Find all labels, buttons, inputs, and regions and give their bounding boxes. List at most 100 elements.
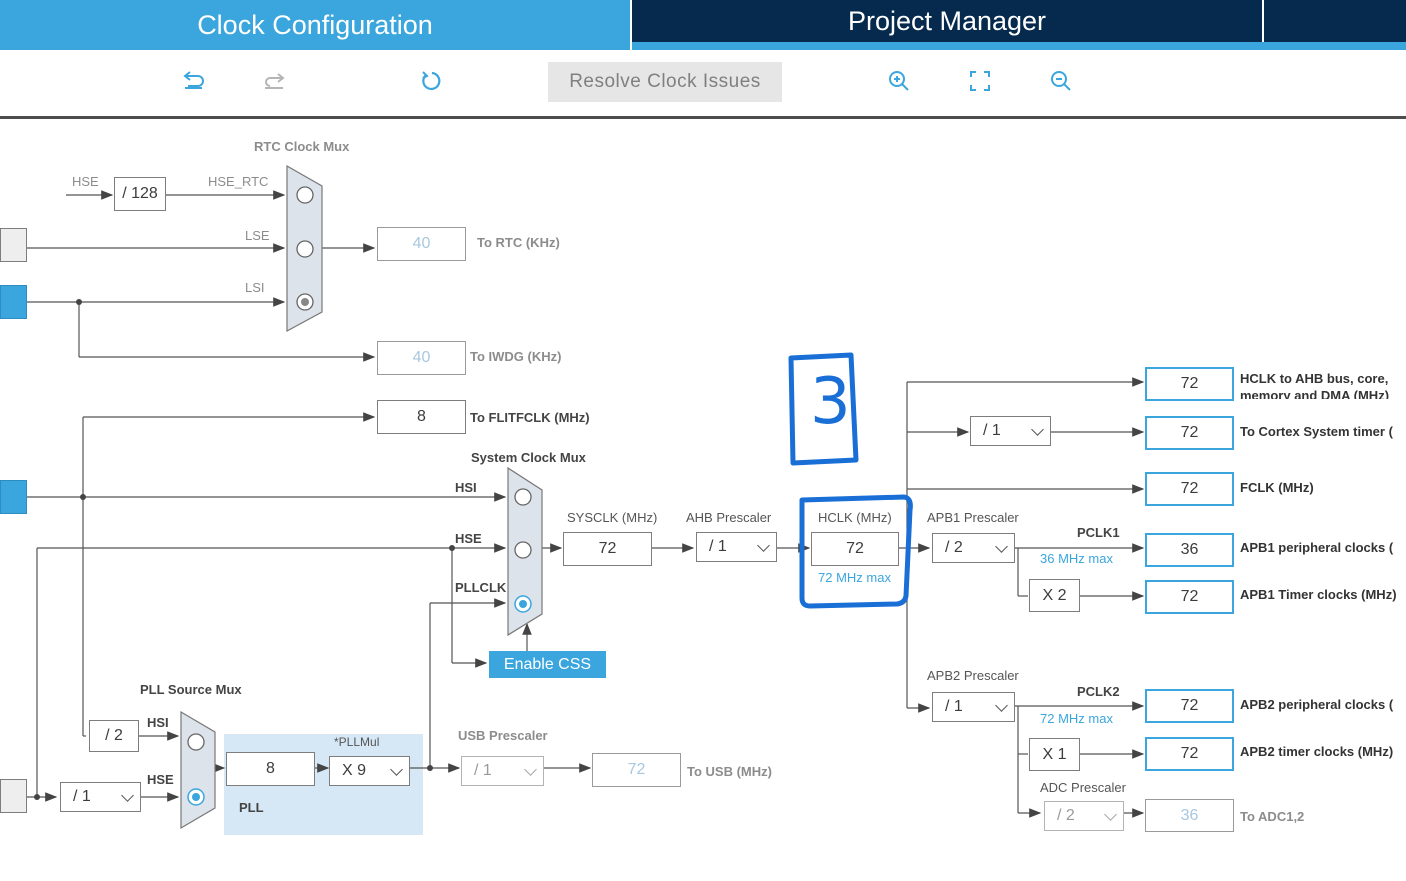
pll-hsi-label: HSI xyxy=(147,715,169,730)
annotation-number: 3 xyxy=(810,365,851,439)
to-rtc-label: To RTC (KHz) xyxy=(477,235,560,250)
apb1-timer-output-label: APB1 Timer clocks (MHz) xyxy=(1240,587,1397,602)
lse-input-box[interactable] xyxy=(0,228,27,262)
to-rtc-value: 40 xyxy=(377,227,466,261)
to-iwdg-value: 40 xyxy=(377,341,466,375)
apb1-prescaler-select[interactable]: / 2 xyxy=(932,533,1015,563)
adc-output-label: To ADC1,2 xyxy=(1240,809,1305,824)
fclk-output-label: FCLK (MHz) xyxy=(1240,480,1314,495)
pll-hsi-divider: / 2 xyxy=(89,720,139,752)
cortex-timer-divider-select[interactable]: / 1 xyxy=(970,416,1051,446)
fclk-output-value[interactable]: 72 xyxy=(1145,472,1234,506)
apb2-prescaler-value: / 1 xyxy=(945,698,963,715)
chevron-down-icon xyxy=(757,539,770,552)
cortex-timer-output-label: To Cortex System timer ( xyxy=(1240,424,1393,439)
system-clock-mux-title: System Clock Mux xyxy=(471,450,586,465)
apb1-prescaler-label: APB1 Prescaler xyxy=(927,510,1019,525)
lsi-label: LSI xyxy=(245,280,265,295)
resolve-clock-issues-button[interactable]: Resolve Clock Issues xyxy=(548,62,782,102)
usb-prescaler-value: / 1 xyxy=(474,762,492,779)
chevron-down-icon xyxy=(121,789,134,802)
apb2-peripheral-output-label: APB2 peripheral clocks ( xyxy=(1240,697,1394,712)
adc-output-value: 36 xyxy=(1145,799,1234,832)
undo-icon[interactable] xyxy=(180,66,208,96)
chevron-down-icon xyxy=(524,763,537,776)
usb-output-value: 72 xyxy=(592,753,681,787)
pclk1-label: PCLK1 xyxy=(1077,525,1120,540)
chevron-down-icon xyxy=(995,540,1008,553)
chevron-down-icon xyxy=(995,699,1008,712)
rtc-mux-title: RTC Clock Mux xyxy=(254,139,350,154)
flitfclk-value: 8 xyxy=(377,400,466,434)
refresh-icon[interactable] xyxy=(418,66,446,96)
ahb-prescaler-label: AHB Prescaler xyxy=(686,510,772,525)
tab-underline xyxy=(632,42,1406,50)
to-iwdg-label: To IWDG (KHz) xyxy=(470,349,562,364)
apb2-peripheral-output-value[interactable]: 72 xyxy=(1145,689,1234,723)
usb-output-label: To USB (MHz) xyxy=(687,764,772,779)
tab-clock-configuration[interactable]: Clock Configuration xyxy=(0,0,630,50)
pll-input-value: 8 xyxy=(226,752,315,786)
hclk-ahb-output-label-line2: memory and DMA (MHz) xyxy=(1240,388,1390,399)
apb1-timer-output-value[interactable]: 72 xyxy=(1145,580,1234,614)
pll-hse-divider-value: / 1 xyxy=(73,788,91,805)
ahb-prescaler-select[interactable]: / 1 xyxy=(696,532,777,562)
pclk2-label: PCLK2 xyxy=(1077,684,1120,699)
hclk-value[interactable]: 72 xyxy=(811,532,899,566)
adc-prescaler-value: / 2 xyxy=(1057,807,1075,824)
fit-screen-icon[interactable] xyxy=(966,66,994,96)
sysclk-label: SYSCLK (MHz) xyxy=(567,510,658,525)
adc-prescaler-label: ADC Prescaler xyxy=(1040,780,1126,795)
usb-prescaler-label: USB Prescaler xyxy=(458,728,548,743)
pllmul-label: *PLLMul xyxy=(334,735,380,749)
chevron-down-icon xyxy=(390,763,403,776)
flitfclk-label: To FLITFCLK (MHz) xyxy=(470,410,590,425)
hclk-max-label: 72 MHz max xyxy=(818,570,891,585)
hse-rtc-label: HSE_RTC xyxy=(208,174,269,189)
pll-source-mux-title: PLL Source Mux xyxy=(140,682,242,697)
adc-prescaler-select[interactable]: / 2 xyxy=(1044,801,1124,831)
hse-rtc-divider: / 128 xyxy=(114,177,166,211)
hclk-label: HCLK (MHz) xyxy=(818,510,892,525)
apb1-prescaler-value: / 2 xyxy=(945,539,963,556)
zoom-in-icon[interactable] xyxy=(885,66,913,96)
apb1-timer-multiplier: X 2 xyxy=(1029,579,1080,612)
rtc-hse-label: HSE xyxy=(72,174,99,189)
apb2-prescaler-select[interactable]: / 1 xyxy=(932,692,1015,722)
apb2-timer-output-label: APB2 timer clocks (MHz) xyxy=(1240,744,1394,759)
apb1-peripheral-output-value[interactable]: 36 xyxy=(1145,533,1234,567)
tab-tools[interactable] xyxy=(1264,0,1406,42)
sysclk-value[interactable]: 72 xyxy=(563,532,652,566)
pll-label: PLL xyxy=(239,800,264,815)
chevron-down-icon xyxy=(1031,423,1044,436)
hclk-ahb-output-label: HCLK to AHB bus, core, xyxy=(1240,371,1389,386)
pclk1-max-label: 36 MHz max xyxy=(1040,551,1113,566)
lsi-input-box[interactable] xyxy=(0,285,27,319)
apb1-peripheral-output-label: APB1 peripheral clocks ( xyxy=(1240,540,1394,555)
pclk2-max-label: 72 MHz max xyxy=(1040,711,1113,726)
toolbar-divider xyxy=(0,116,1406,119)
cortex-timer-output-value[interactable]: 72 xyxy=(1145,416,1234,450)
pllmul-value: X 9 xyxy=(342,762,367,779)
pll-hse-label: HSE xyxy=(147,772,174,787)
apb2-timer-multiplier: X 1 xyxy=(1029,738,1080,771)
ahb-prescaler-value: / 1 xyxy=(709,538,727,555)
hsi-input-box[interactable] xyxy=(0,480,27,514)
sysmux-pllclk-label: PLLCLK xyxy=(455,580,507,595)
lse-label: LSE xyxy=(245,228,270,243)
hclk-ahb-output-value[interactable]: 72 xyxy=(1145,367,1234,401)
apb2-prescaler-label: APB2 Prescaler xyxy=(927,668,1019,683)
hse-input-box[interactable] xyxy=(0,779,27,813)
enable-css-button[interactable]: Enable CSS xyxy=(489,651,606,678)
pll-hse-divider-select[interactable]: / 1 xyxy=(60,782,141,812)
pllmul-select[interactable]: X 9 xyxy=(329,756,410,786)
sysmux-hse-label: HSE xyxy=(455,531,482,546)
sysmux-hsi-label: HSI xyxy=(455,480,477,495)
apb2-timer-output-value[interactable]: 72 xyxy=(1145,737,1234,771)
zoom-out-icon[interactable] xyxy=(1047,66,1075,96)
chevron-down-icon xyxy=(1104,808,1117,821)
usb-prescaler-select[interactable]: / 1 xyxy=(461,756,544,786)
tab-project-manager[interactable]: Project Manager xyxy=(632,0,1262,42)
redo-icon[interactable] xyxy=(260,66,288,96)
